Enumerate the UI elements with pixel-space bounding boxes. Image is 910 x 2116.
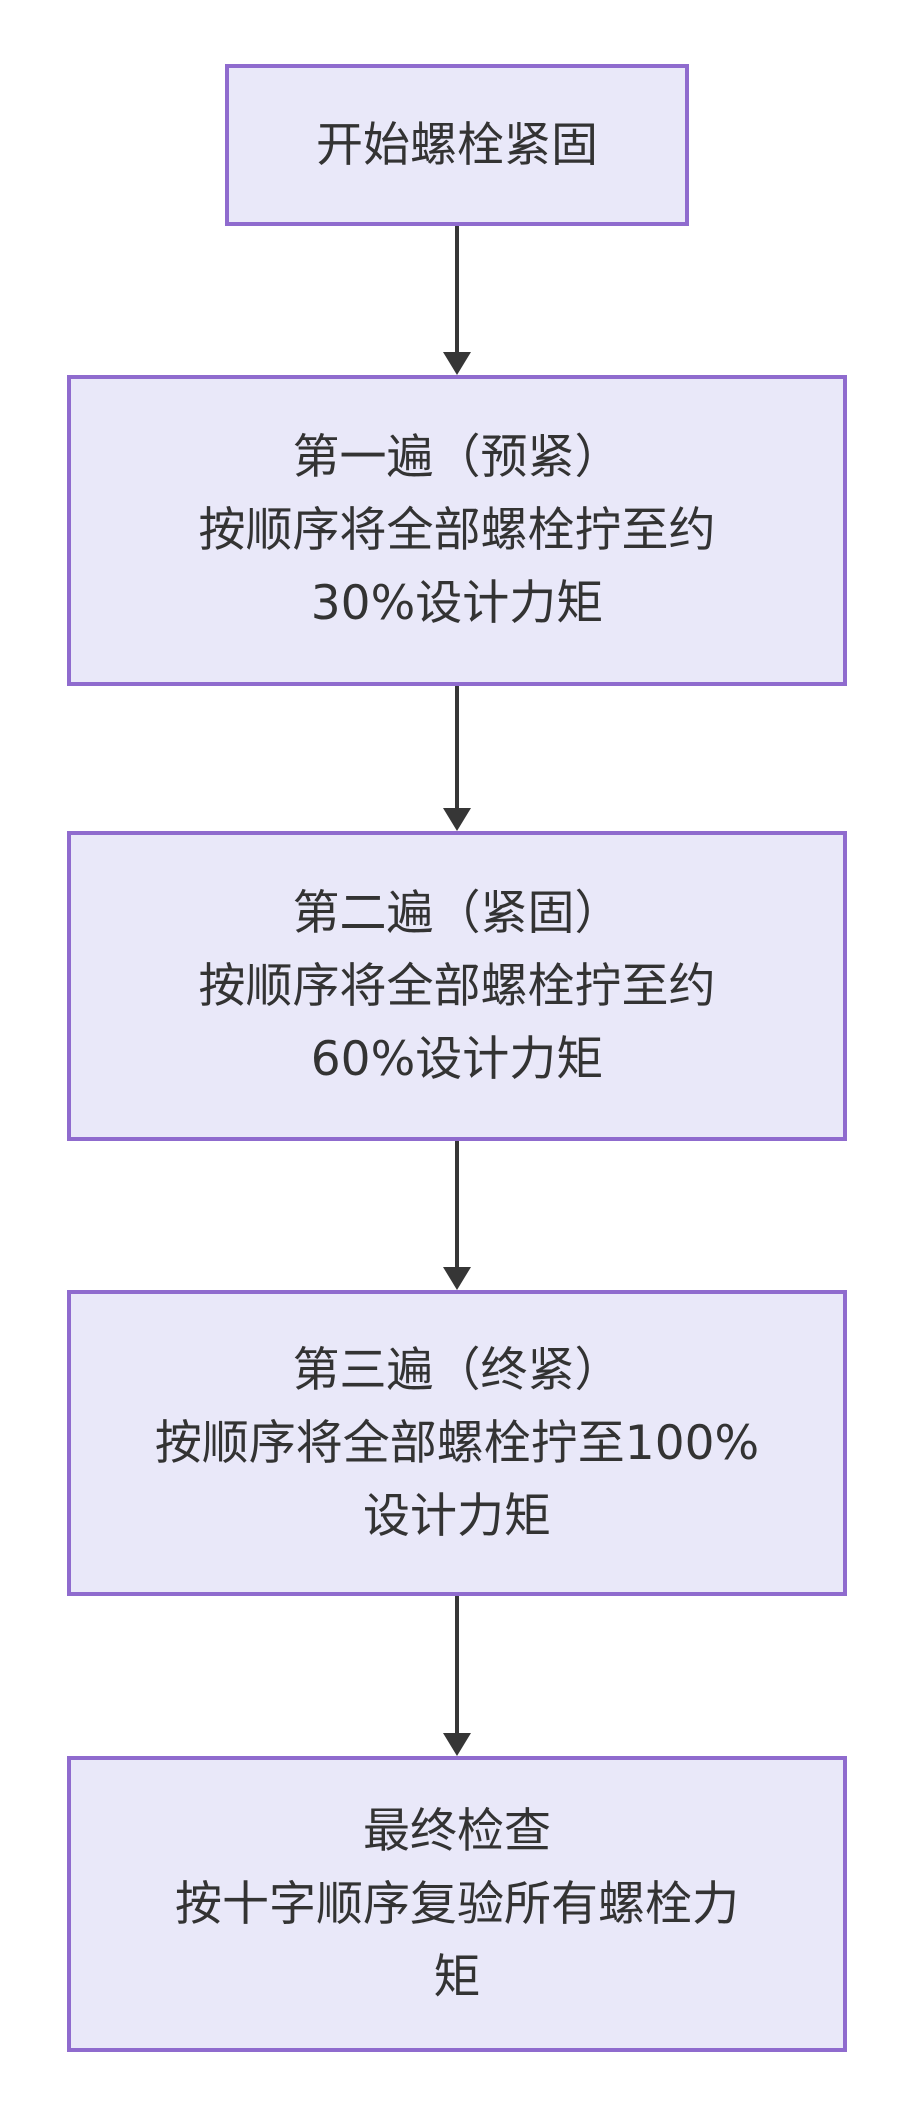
arrow-shaft [455, 1141, 459, 1267]
node-line: 开始螺栓紧固 [316, 117, 598, 173]
arrow-shaft [455, 686, 459, 808]
arrow-shaft [455, 226, 459, 352]
node-line: 最终检查 [363, 1803, 551, 1859]
arrow-shaft [455, 1596, 459, 1733]
node-line: 第三遍（终紧） [292, 1342, 622, 1398]
arrowhead-down-icon [443, 808, 471, 831]
flow-node-start: 开始螺栓紧固 [225, 64, 689, 226]
node-line: 30%设计力矩 [310, 576, 604, 631]
flow-node-pass1: 第一遍（预紧） 按顺序将全部螺栓拧至约 30%设计力矩 [67, 375, 847, 686]
flow-node-pass3: 第三遍（终紧） 按顺序将全部螺栓拧至100% 设计力矩 [67, 1290, 847, 1596]
flow-arrow [443, 1596, 471, 1756]
node-line: 按十字顺序复验所有螺栓力 [175, 1876, 739, 1932]
node-line: 按顺序将全部螺栓拧至约 [198, 503, 716, 558]
node-line: 按顺序将全部螺栓拧至约 [198, 958, 716, 1014]
node-line: 第二遍（紧固） [292, 885, 622, 941]
flow-arrow [443, 226, 471, 375]
arrowhead-down-icon [443, 1267, 471, 1290]
flow-node-final-check: 最终检查 按十字顺序复验所有螺栓力 矩 [67, 1756, 847, 2052]
node-line: 60%设计力矩 [310, 1031, 604, 1087]
flow-arrow [443, 686, 471, 831]
arrowhead-down-icon [443, 352, 471, 375]
node-line: 按顺序将全部螺栓拧至100% [154, 1415, 760, 1471]
flow-arrow [443, 1141, 471, 1290]
node-line: 矩 [433, 1949, 481, 2005]
flow-node-pass2: 第二遍（紧固） 按顺序将全部螺栓拧至约 60%设计力矩 [67, 831, 847, 1141]
arrowhead-down-icon [443, 1733, 471, 1756]
node-line: 第一遍（预紧） [292, 430, 622, 485]
node-line: 设计力矩 [363, 1488, 551, 1544]
